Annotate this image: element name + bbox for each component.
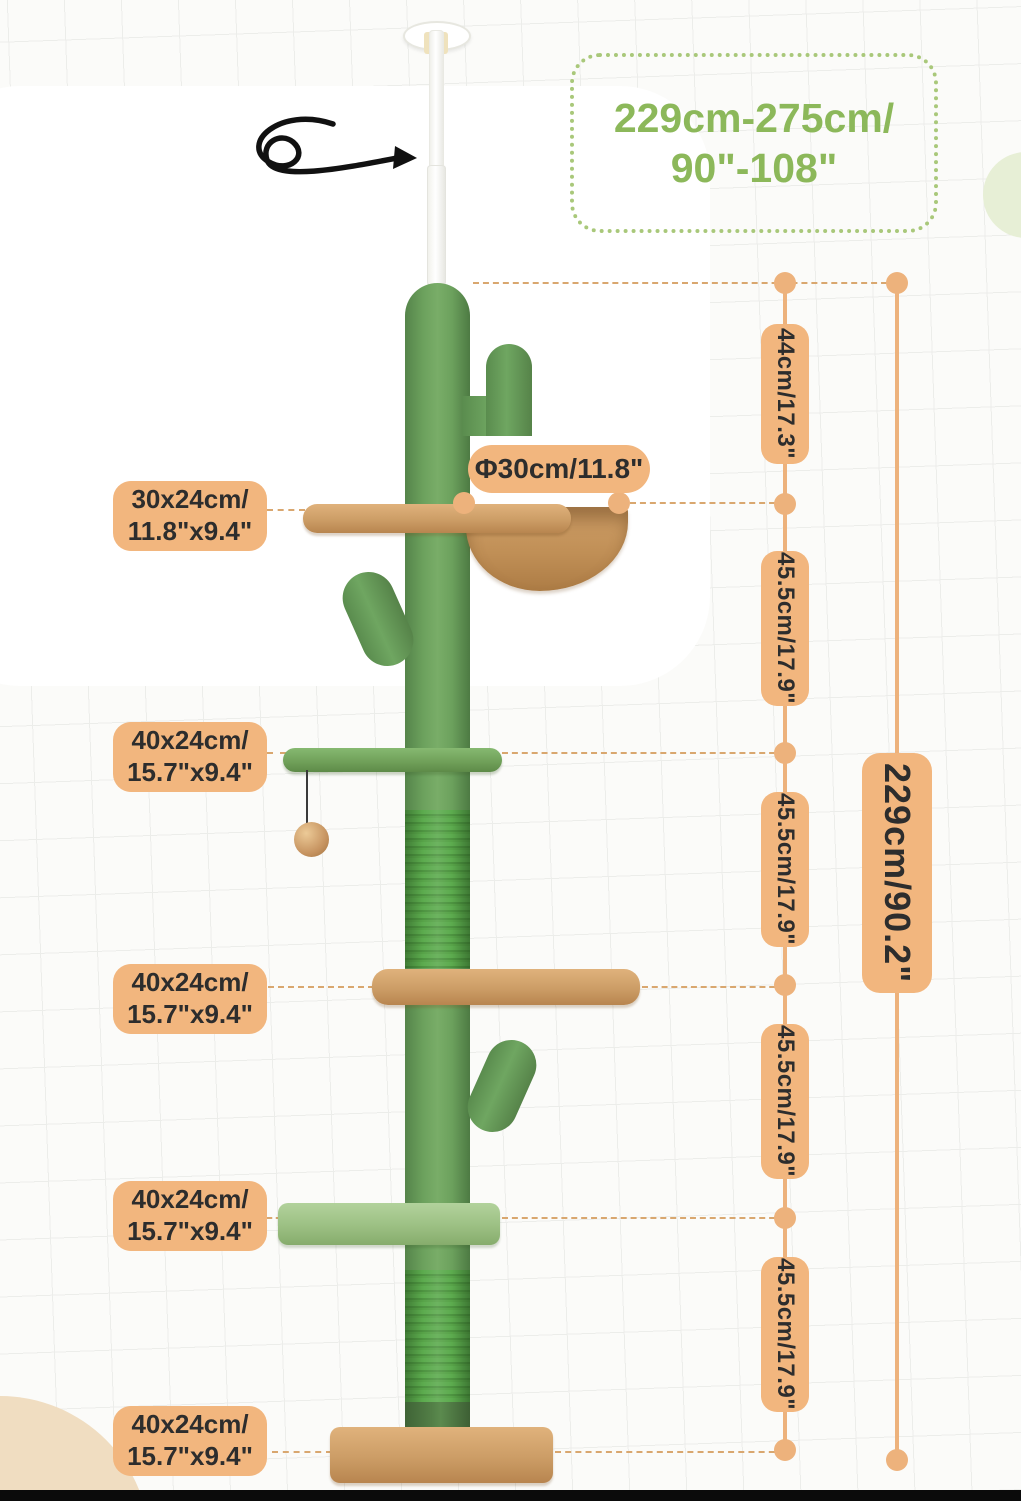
dashed-connector-level2 xyxy=(502,752,785,754)
platform-size-label-3-line1: 40x24cm/ xyxy=(131,967,249,998)
dimension-dot xyxy=(774,742,796,764)
platform-size-label-1: 30x24cm/ 11.8"x9.4" xyxy=(113,481,267,551)
base-board xyxy=(330,1427,553,1483)
platform-size-label-5: 40x24cm/ 15.7"x9.4" xyxy=(113,1406,267,1476)
dimension-dot xyxy=(886,272,908,294)
height-range-callout: 229cm-275cm/ 90"-108" xyxy=(570,53,938,233)
top-platform xyxy=(303,504,571,533)
dashed-connector-label3 xyxy=(268,986,374,988)
arrowhead xyxy=(393,146,417,169)
dashed-connector-hammock xyxy=(630,502,785,504)
dashed-connector-label4 xyxy=(267,1217,281,1219)
pointer-arrow xyxy=(256,116,417,175)
trunk-sisal-section xyxy=(405,1270,470,1402)
total-height-label: 229cm/90.2" xyxy=(862,753,932,993)
platform-size-label-5-line2: 15.7"x9.4" xyxy=(127,1441,253,1471)
toy-string xyxy=(306,770,308,826)
dimension-dot xyxy=(774,493,796,515)
dashed-connector-label1 xyxy=(267,509,305,511)
platform-size-label-4-line1: 40x24cm/ xyxy=(131,1184,249,1215)
dimension-dot xyxy=(774,974,796,996)
cactus-trunk xyxy=(405,283,470,1465)
platform-size-label-4-line2: 15.7"x9.4" xyxy=(127,1216,253,1246)
segment-dim-label-2: 45.5cm/17.9" xyxy=(761,551,809,706)
toy-ball xyxy=(294,822,329,857)
height-range-line1: 229cm-275cm/ xyxy=(613,94,895,141)
dimension-dot xyxy=(774,1439,796,1461)
platform-size-label-1-line1: 30x24cm/ xyxy=(131,484,249,515)
platform-size-label-5-line1: 40x24cm/ xyxy=(131,1409,249,1440)
platform-size-label-3: 40x24cm/ 15.7"x9.4" xyxy=(113,964,267,1034)
segment-dim-label-3: 45.5cm/17.9" xyxy=(761,792,809,947)
platform-size-label-2: 40x24cm/ 15.7"x9.4" xyxy=(113,722,267,792)
trunk-sisal-section xyxy=(405,810,470,968)
segment-dim-label-1: 44cm/17.3" xyxy=(761,324,809,464)
bottom-border-bar xyxy=(0,1490,1021,1501)
cactus-arm-upper-right xyxy=(486,344,532,436)
dashed-connector-top xyxy=(473,282,897,284)
middle-platform xyxy=(372,969,640,1005)
dashed-connector-base xyxy=(555,1451,785,1453)
segment-dim-label-5: 45.5cm/17.9" xyxy=(761,1257,809,1412)
platform-size-label-3-line2: 15.7"x9.4" xyxy=(127,999,253,1029)
dimension-dot xyxy=(774,1207,796,1229)
platform-size-label-2-line1: 40x24cm/ xyxy=(131,725,249,756)
hammock-diameter-label: Φ30cm/11.8" xyxy=(468,445,650,493)
dimension-dot xyxy=(886,1449,908,1471)
tension-pole-lower-segment xyxy=(427,165,446,286)
platform-size-label-1-line2: 11.8"x9.4" xyxy=(127,516,253,546)
height-range-line2: 90"-108" xyxy=(670,145,838,191)
dashed-connector-level4 xyxy=(502,1217,785,1219)
segment-dim-label-4: 45.5cm/17.9" xyxy=(761,1024,809,1179)
platform-size-label-4: 40x24cm/ 15.7"x9.4" xyxy=(113,1181,267,1251)
upper-middle-platform xyxy=(283,748,502,772)
trunk-plush-section xyxy=(405,283,470,810)
dashed-connector-level3 xyxy=(642,986,785,988)
platform-size-label-2-line2: 15.7"x9.4" xyxy=(127,757,253,787)
dimension-dot xyxy=(774,272,796,294)
diameter-dot xyxy=(453,492,475,514)
diameter-dot xyxy=(608,492,630,514)
dashed-connector-label2 xyxy=(267,752,286,754)
lower-platform xyxy=(278,1203,500,1245)
dashed-connector-label5 xyxy=(272,1451,332,1453)
